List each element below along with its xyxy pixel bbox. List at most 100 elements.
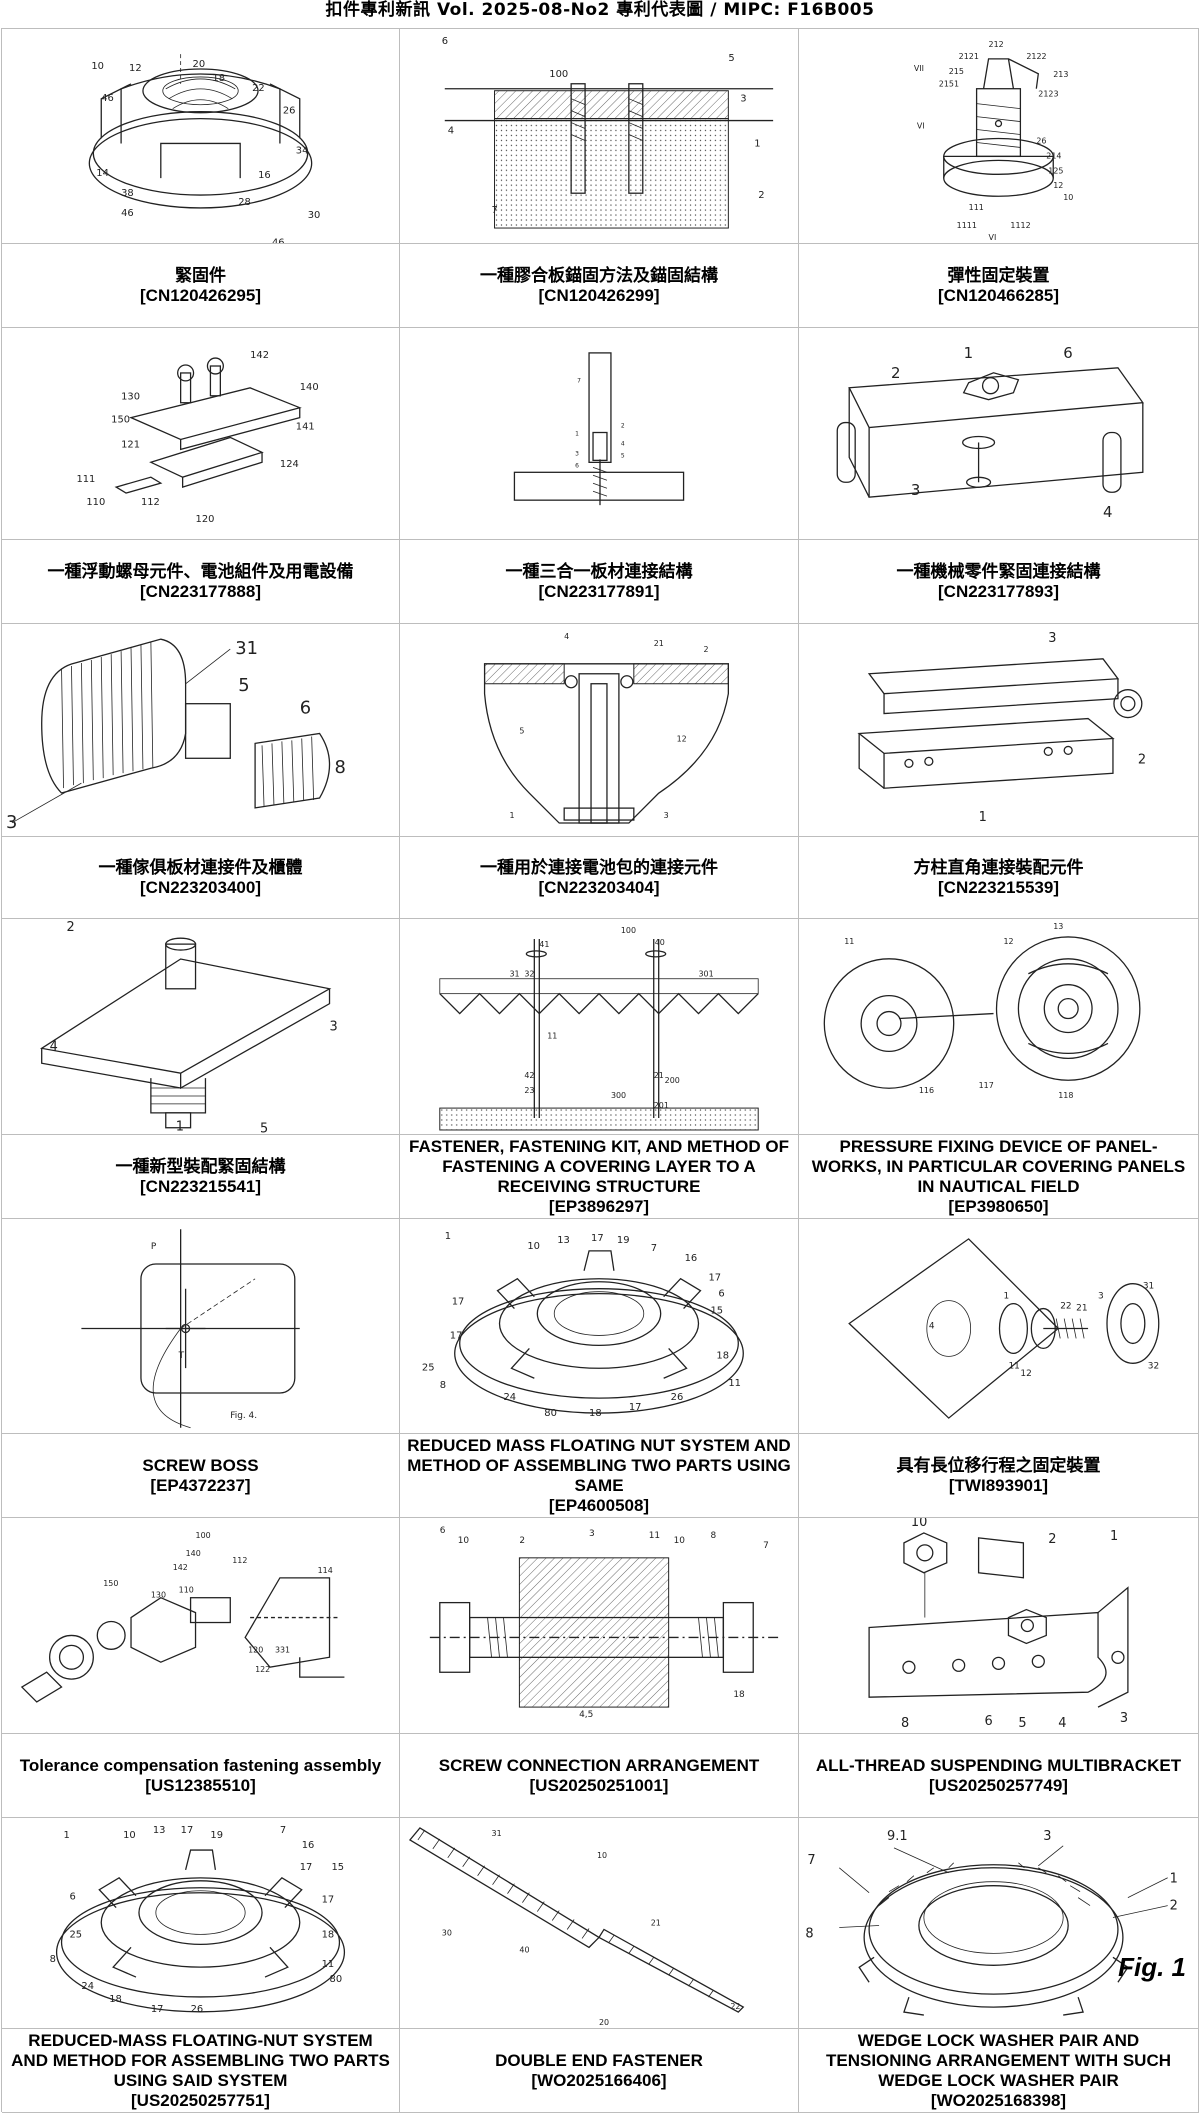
patent-caption-14: REDUCED MASS FLOATING NUT SYSTEM AND MET…	[400, 1434, 799, 1518]
svg-text:25: 25	[69, 1929, 82, 1940]
patent-drawing-19: 110131719716171561718258112480181726	[2, 1818, 400, 2029]
patent-drawing-5: 7123456	[400, 328, 799, 540]
svg-text:5: 5	[728, 53, 734, 64]
svg-text:20: 20	[193, 59, 206, 70]
patent-number: [CN120466285]	[938, 286, 1059, 306]
patent-title: 具有長位移行程之固定裝置	[897, 1456, 1101, 1476]
svg-text:10: 10	[1063, 193, 1073, 202]
svg-text:24: 24	[503, 1392, 516, 1403]
svg-text:6: 6	[440, 1526, 446, 1536]
svg-text:4: 4	[448, 126, 454, 137]
threaded-connector-drawing: 315638	[2, 624, 399, 836]
patent-caption-19: REDUCED-MASS FLOATING-NUT SYSTEM AND MET…	[2, 2029, 400, 2113]
figure-label: Fig. 1	[1118, 1952, 1186, 1983]
patent-caption-1: 緊固件[CN120426295]	[2, 244, 400, 328]
svg-text:17: 17	[591, 1233, 604, 1244]
svg-text:301: 301	[699, 970, 714, 979]
svg-text:3: 3	[664, 811, 669, 820]
patent-title: REDUCED MASS FLOATING NUT SYSTEM AND MET…	[406, 1436, 792, 1496]
patent-title: 一種傢俱板材連接件及櫃體	[99, 858, 303, 878]
svg-text:21: 21	[651, 1918, 661, 1927]
svg-text:46: 46	[272, 238, 285, 243]
svg-text:1: 1	[979, 810, 987, 825]
multibracket-drawing: 102186543	[799, 1518, 1198, 1733]
svg-text:23: 23	[524, 1086, 534, 1095]
svg-text:1: 1	[445, 1231, 451, 1242]
svg-text:T: T	[178, 1351, 185, 1361]
svg-text:31: 31	[509, 970, 519, 979]
svg-text:110: 110	[179, 1586, 194, 1595]
floating-nut-ring-2-drawing: 110131719716171561718258112480181726	[2, 1818, 399, 2028]
patent-number: [EP4372237]	[150, 1476, 250, 1496]
svg-text:31: 31	[492, 1829, 502, 1838]
svg-text:11: 11	[322, 1959, 335, 1970]
svg-text:34: 34	[296, 145, 309, 156]
long-stroke-fixing-drawing: 411112222133231	[799, 1219, 1198, 1433]
patent-drawing-11: 1004140313230111422330021200201	[400, 919, 799, 1135]
svg-text:VII: VII	[914, 64, 924, 73]
svg-text:200: 200	[665, 1076, 680, 1085]
svg-text:7: 7	[577, 378, 581, 385]
svg-text:24: 24	[81, 1981, 94, 1992]
svg-text:26: 26	[671, 1392, 684, 1403]
patent-drawing-10: 24315	[2, 919, 400, 1135]
svg-text:8: 8	[805, 1926, 813, 1941]
svg-text:18: 18	[716, 1350, 729, 1361]
patent-title: SCREW BOSS	[142, 1456, 258, 1476]
patent-title: ALL-THREAD SUSPENDING MULTIBRACKET	[816, 1756, 1181, 1776]
patent-caption-15: 具有長位移行程之固定裝置[TWI893901]	[799, 1434, 1199, 1518]
svg-text:150: 150	[111, 415, 130, 426]
svg-text:21: 21	[1076, 1304, 1087, 1314]
patent-number: [US12385510]	[145, 1776, 256, 1796]
double-end-screw-drawing: 31103040212022	[400, 1818, 798, 2028]
svg-text:14: 14	[96, 168, 109, 179]
svg-text:21: 21	[654, 639, 664, 648]
assembly-fastening-plate-drawing: 24315	[2, 919, 399, 1134]
patent-caption-5: 一種三合一板材連接結構[CN223177891]	[400, 540, 799, 624]
svg-text:7: 7	[280, 1825, 286, 1836]
patent-number: [WO2025166406]	[531, 2071, 666, 2091]
patent-drawing-3: 21221212122VII21521321512123VI2621412512…	[799, 29, 1199, 244]
svg-text:17: 17	[629, 1402, 642, 1413]
svg-text:2: 2	[67, 920, 75, 935]
svg-text:12: 12	[677, 734, 687, 743]
svg-text:4: 4	[50, 1039, 58, 1054]
svg-text:40: 40	[519, 1945, 529, 1954]
patent-title: 方柱直角連接裝配元件	[914, 858, 1084, 878]
page-header: 扣件專利新訊 Vol. 2025-08-No2 專利代表圖 / MIPC: F1…	[0, 0, 1200, 22]
svg-text:3: 3	[1098, 1292, 1104, 1302]
patent-caption-6: 一種機械零件緊固連接結構[CN223177893]	[799, 540, 1199, 624]
svg-text:3: 3	[589, 1529, 595, 1539]
patent-title: REDUCED-MASS FLOATING-NUT SYSTEM AND MET…	[8, 2031, 393, 2091]
screw-boss-diagram-drawing: PTFig. 4.	[2, 1219, 399, 1433]
patent-title: FASTENER, FASTENING KIT, AND METHOD OF F…	[406, 1137, 792, 1197]
patent-number: [US20250257751]	[131, 2091, 270, 2111]
patent-number: [WO2025168398]	[931, 2091, 1066, 2111]
svg-text:6: 6	[1063, 344, 1072, 362]
svg-text:32: 32	[1148, 1361, 1159, 1371]
svg-text:13: 13	[153, 1825, 166, 1836]
svg-text:80: 80	[544, 1408, 557, 1419]
svg-text:125: 125	[1048, 166, 1063, 175]
svg-text:VI: VI	[989, 233, 997, 242]
svg-text:16: 16	[258, 170, 271, 181]
svg-text:2: 2	[758, 190, 764, 201]
svg-text:10: 10	[674, 1536, 686, 1546]
patent-caption-16: Tolerance compensation fastening assembl…	[2, 1734, 400, 1818]
svg-text:100: 100	[621, 926, 636, 935]
svg-text:2: 2	[703, 645, 708, 654]
patent-number: [CN223177888]	[140, 582, 261, 602]
patent-number: [TWI893901]	[949, 1476, 1048, 1496]
svg-text:3: 3	[1048, 631, 1056, 646]
svg-text:117: 117	[979, 1081, 994, 1090]
svg-text:116: 116	[919, 1086, 934, 1095]
svg-text:30: 30	[442, 1928, 452, 1937]
patent-drawing-1: 101220182246263414381646283046	[2, 29, 400, 244]
svg-text:Fig. 4.: Fig. 4.	[230, 1411, 257, 1421]
svg-text:17: 17	[450, 1330, 463, 1341]
patent-title: 一種浮動螺母元件、電池組件及用電設備	[48, 562, 354, 582]
svg-text:150: 150	[103, 1579, 118, 1588]
patent-title: 緊固件	[175, 266, 226, 286]
svg-text:1: 1	[754, 138, 760, 149]
patent-title: 一種三合一板材連接結構	[506, 562, 693, 582]
